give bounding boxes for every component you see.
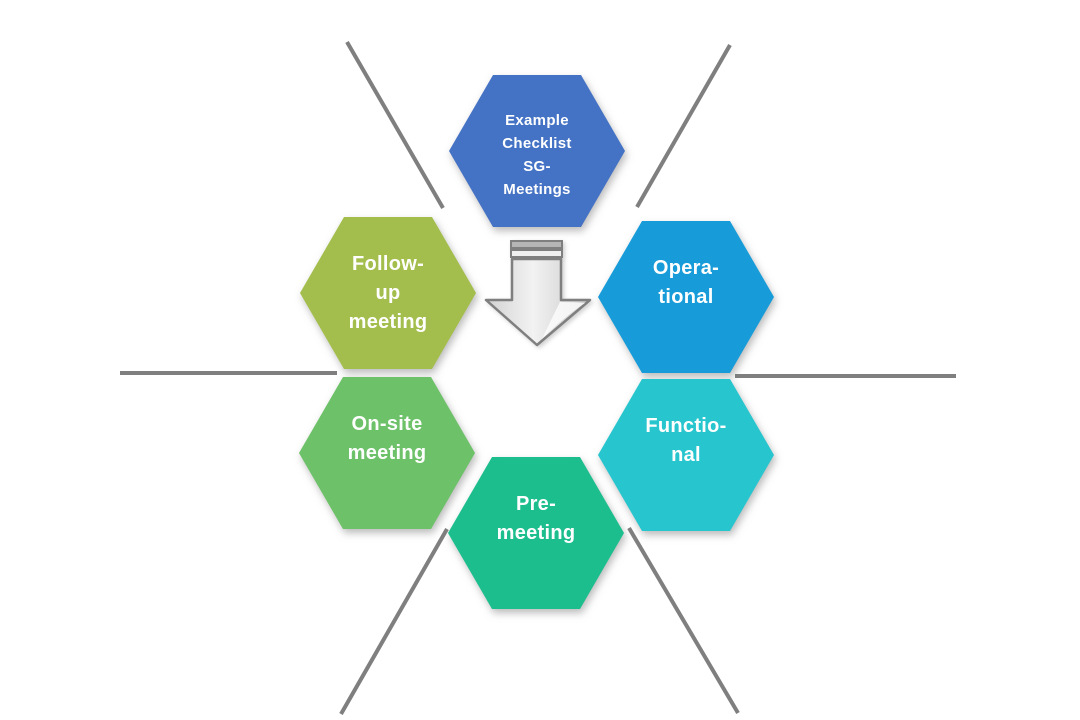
hexagon-label: Pre- meeting: [448, 457, 624, 609]
label-line: Follow-: [351, 253, 425, 275]
hexagon-shape: [299, 377, 475, 529]
label-line: up: [375, 282, 401, 304]
hexagon-example-checklist: Example Checklist SG- Meetings: [449, 75, 625, 227]
hexagon-operational: Opera- tional: [598, 221, 774, 373]
label-line: SG-: [523, 158, 551, 175]
hexagon-follow-up-meeting: Follow- up meeting: [300, 217, 476, 369]
divider-line-top-left: [345, 40, 445, 210]
arrow-highlight: [542, 302, 585, 339]
hexagon-label: Functio- nal: [598, 379, 774, 531]
hexagon-functional: Functio- nal: [598, 379, 774, 531]
arrow-body: [484, 257, 592, 347]
divider-line-bottom-left: [339, 528, 449, 715]
label-clip-box: Example Checklist SG- Meetings: [449, 109, 625, 197]
label-line: Opera-: [652, 257, 720, 279]
hexagon-shadow: [598, 379, 774, 531]
label-line: meeting: [496, 522, 576, 544]
hexagon-shape: [300, 217, 476, 369]
label-line: meeting: [347, 442, 427, 464]
divider-line-bottom-right: [627, 526, 740, 715]
label-line: Functio-: [645, 415, 727, 437]
label-line: nal: [671, 444, 701, 466]
label-line: tional: [658, 286, 714, 308]
hexagon-shadow: [300, 217, 476, 369]
hexagon-pre-meeting: Pre- meeting: [448, 457, 624, 609]
label-line: Checklist: [502, 135, 572, 152]
hexagon-on-site-meeting: On-site meeting: [299, 377, 475, 529]
hexagon-label: Opera- tional: [598, 221, 774, 373]
arrow-top-band-dark: [510, 240, 563, 249]
arrow-top-band-light: [510, 249, 563, 258]
hexagon-shadow: [449, 75, 625, 227]
label-line: Meetings: [503, 181, 571, 197]
label-line: On-site: [351, 413, 423, 435]
hexagon-label: Follow- up meeting: [300, 217, 476, 369]
hexagon-shadow: [598, 221, 774, 373]
hexagon-shadow: [448, 457, 624, 609]
label-line: Pre-: [515, 493, 557, 515]
hexagon-label: Example Checklist SG- Meetings: [449, 75, 625, 227]
divider-line-top-right: [635, 44, 732, 208]
label-line: meeting: [348, 311, 428, 333]
hexagon-label: On-site meeting: [299, 377, 475, 529]
hexagon-shadow: [299, 377, 475, 529]
label-line: Example: [505, 112, 569, 129]
